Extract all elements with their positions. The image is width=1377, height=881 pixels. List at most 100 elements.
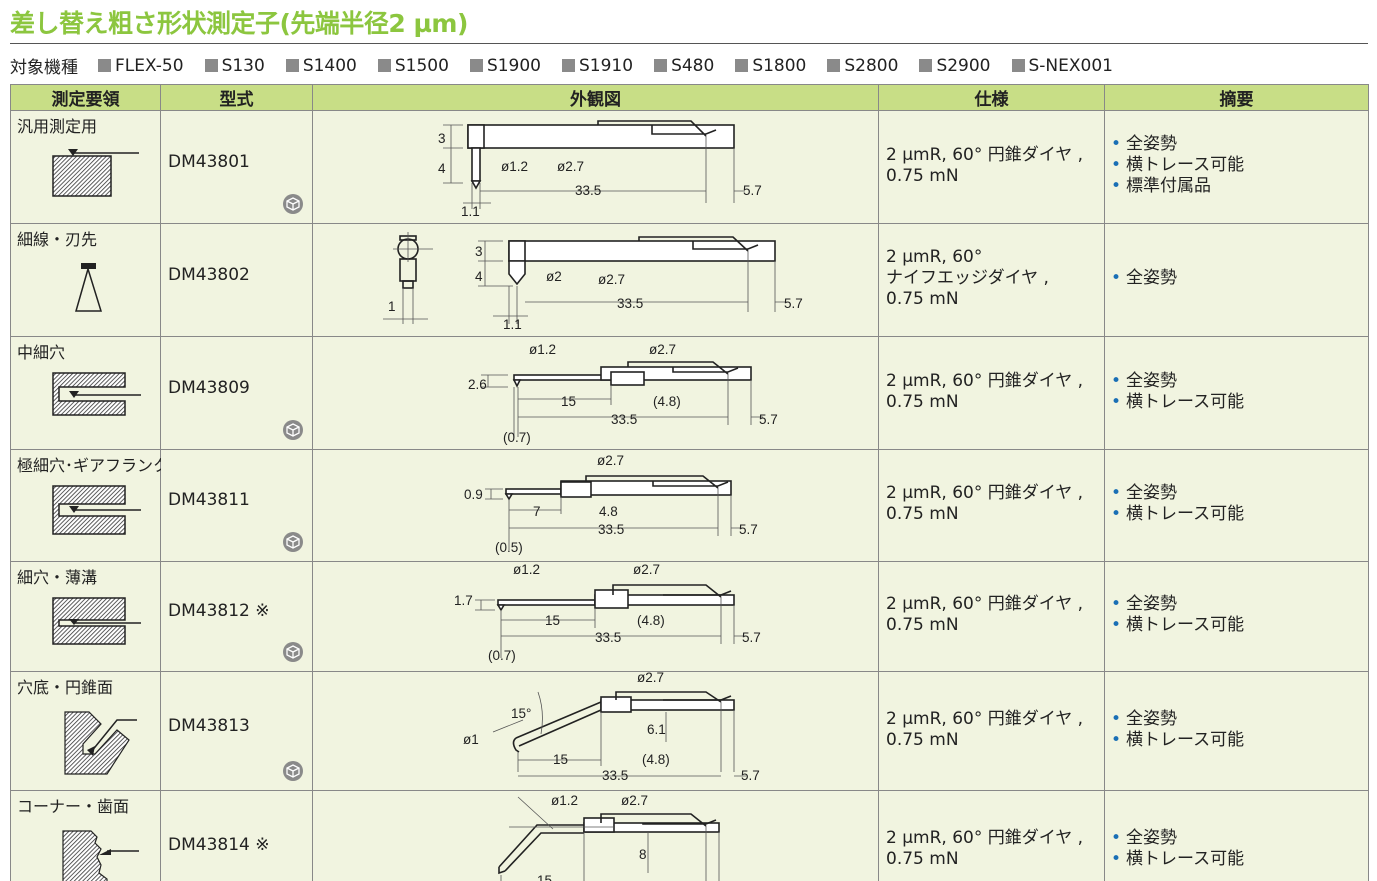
dimension-label: (0.5)	[495, 540, 523, 555]
model-chip: S480	[654, 53, 714, 78]
method-cell: 汎用測定用	[10, 110, 161, 224]
spec-line: 2 µmR, 60°	[886, 247, 983, 267]
page-title: 差し替え粗さ形状測定子(先端半径2 µm)	[10, 9, 468, 38]
dimension-label: 1.1	[461, 204, 480, 219]
spec-line: 2 µmR, 60° 円錐ダイヤ ,	[886, 370, 1084, 391]
dimension-label: 0.9	[464, 487, 483, 502]
method-cell: 細線・刃先	[10, 223, 161, 337]
model-number: DM43814 ※	[168, 835, 270, 855]
spec-line: 0.75 mN	[886, 615, 959, 635]
method-illustration-icon	[52, 372, 141, 416]
3d-model-icon[interactable]	[283, 194, 303, 214]
dimension-label: 33.5	[598, 522, 624, 537]
dimension-label: 33.5	[617, 296, 643, 311]
model-cell: DM43814 ※	[160, 790, 313, 881]
dimension-label: 4.8	[599, 504, 618, 519]
3d-model-icon[interactable]	[283, 532, 303, 552]
3d-model-icon[interactable]	[283, 642, 303, 662]
dimension-label: 4	[475, 269, 483, 284]
notes-cell: 全姿勢横トレース可能	[1104, 790, 1369, 881]
dimension-label: ø1.2	[551, 793, 578, 808]
model-chip: S-NEX001	[1011, 53, 1113, 78]
model-number: DM43811	[168, 490, 250, 510]
note-item: 横トレース可能	[1111, 392, 1244, 413]
spec-line: 0.75 mN	[886, 289, 959, 309]
spec-text: 2 µmR, 60° 円錐ダイヤ ,0.75 mN	[886, 828, 1083, 870]
header-model: 型式	[160, 84, 313, 111]
notes-cell: 全姿勢横トレース可能	[1104, 449, 1369, 562]
model-chip: S2800	[827, 53, 898, 78]
spec-line: 0.75 mN	[886, 849, 959, 869]
spec-text: 2 µmR, 60°ナイフエッジダイヤ ,0.75 mN	[886, 247, 1049, 310]
spec-line: 0.75 mN	[886, 729, 959, 750]
stylus-drawing: ø1.2ø2.781533.55.7	[498, 793, 720, 881]
method-cell: 穴底・円錐面	[10, 671, 161, 791]
dimension-label: 5.7	[741, 768, 760, 783]
dimension-label: 15	[537, 873, 552, 881]
spec-cell: 2 µmR, 60° 円錐ダイヤ ,0.75 mN	[878, 449, 1105, 562]
dimension-label: ø2.7	[598, 272, 625, 287]
dimension-label: 1	[388, 299, 396, 314]
dimension-label: 5.7	[743, 183, 762, 198]
note-item: 横トレース可能	[1111, 730, 1244, 751]
method-label: 極細穴･ギアフランク	[17, 456, 170, 475]
notes-list: 全姿勢横トレース可能標準付属品	[1111, 134, 1244, 197]
dimension-label: 8	[639, 847, 647, 862]
dimension-label: 5.7	[742, 630, 761, 645]
notes-list: 全姿勢横トレース可能	[1111, 594, 1244, 636]
model-cell: DM43812 ※	[160, 561, 313, 672]
note-item: 横トレース可能	[1111, 849, 1244, 870]
method-cell: 極細穴･ギアフランク	[10, 449, 170, 562]
model-number: DM43812 ※	[168, 601, 270, 621]
dimension-label: 2.6	[468, 377, 487, 392]
spec-cell: 2 µmR, 60° 円錐ダイヤ ,0.75 mN	[878, 336, 1105, 450]
notes-cell: 全姿勢横トレース可能	[1104, 671, 1369, 791]
dimension-label: ø1.2	[529, 342, 556, 357]
dimension-label: ø2.7	[637, 672, 664, 685]
3d-model-icon[interactable]	[283, 761, 303, 781]
model-cell: DM43809	[160, 336, 313, 450]
method-illustration-icon	[52, 485, 141, 535]
model-chip: FLEX-50	[98, 53, 184, 78]
dimension-label: 6.1	[647, 722, 666, 737]
note-item: 全姿勢	[1111, 828, 1244, 849]
dimension-label: 15	[545, 613, 560, 628]
method-illustration-icon	[52, 597, 141, 645]
dimension-label: ø1.2	[501, 159, 528, 174]
method-illustration-icon	[64, 711, 137, 775]
compatible-models: 対象機種 FLEX-50 S130 S1400 S1500 S1900 S191…	[10, 53, 1134, 79]
models-label: 対象機種	[10, 58, 78, 78]
method-cell: コーナー・歯面	[10, 790, 161, 881]
notes-list: 全姿勢横トレース可能	[1111, 371, 1244, 413]
model-cell: DM43811	[160, 449, 313, 562]
dimension-label: (4.8)	[637, 613, 665, 628]
method-cell: 中細穴	[10, 336, 161, 450]
note-item: 全姿勢	[1111, 594, 1244, 615]
dimension-label: (4.8)	[642, 752, 670, 767]
dimension-label: ø2.7	[649, 342, 676, 357]
dimension-label: ø1	[463, 732, 479, 747]
model-chip: S1400	[285, 53, 357, 78]
3d-model-icon[interactable]	[283, 420, 303, 440]
model-number: DM43813	[168, 715, 250, 736]
notes-cell: 全姿勢横トレース可能	[1104, 561, 1369, 672]
dimension-label: ø2.7	[621, 793, 648, 808]
spec-cell: 2 µmR, 60° 円錐ダイヤ ,0.75 mN	[878, 671, 1105, 791]
table-header: 測定要領 型式 外観図 仕様 摘要	[10, 84, 1369, 111]
dimension-label: ø2.7	[597, 453, 624, 468]
dimension-label: 5.7	[784, 296, 803, 311]
spec-line: 2 µmR, 60° 円錐ダイヤ ,	[886, 708, 1084, 729]
dimension-label: 15	[553, 752, 568, 767]
method-label: 穴底・円錐面	[17, 678, 114, 697]
